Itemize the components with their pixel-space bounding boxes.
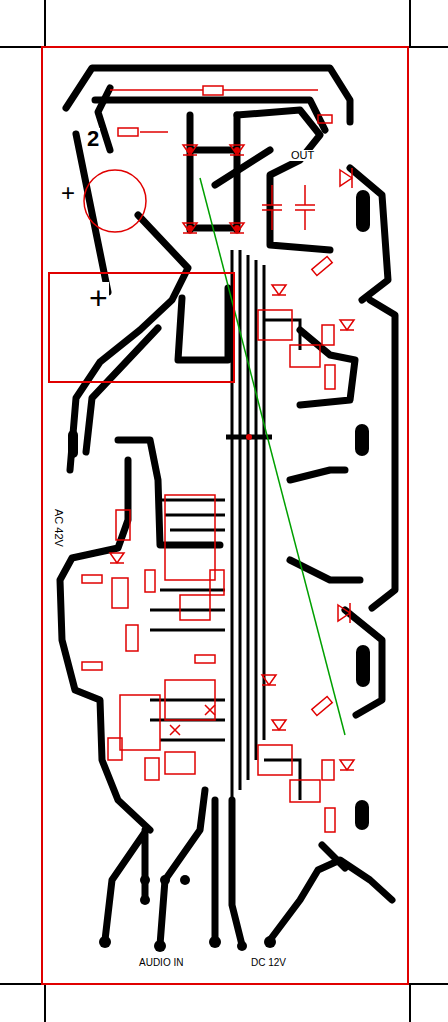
board-outline	[42, 47, 408, 984]
pads	[68, 190, 370, 952]
capacitor-outline: +	[58, 168, 148, 234]
signal-name: AC 42V	[53, 508, 64, 548]
jumper-wire	[200, 178, 345, 735]
bus-traces	[150, 250, 300, 800]
pad-marks	[187, 147, 252, 440]
capacitor-ring	[84, 170, 146, 232]
components	[82, 86, 354, 832]
polarity-mark: +	[88, 282, 109, 314]
callout-number: 2	[86, 128, 100, 150]
transformer-outline: +	[48, 272, 235, 383]
copper-traces	[60, 68, 395, 945]
signal-name: OUT	[290, 150, 315, 161]
polarity-mark: +	[60, 181, 76, 205]
signal-name: AUDIO IN	[138, 958, 184, 968]
signal-name: DC 12V	[250, 958, 287, 968]
